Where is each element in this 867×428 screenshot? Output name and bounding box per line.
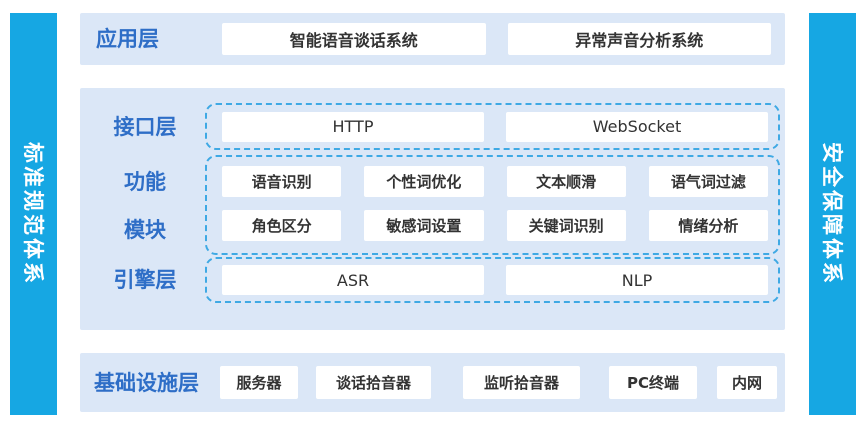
interface-layer-label: 接口层 [113,115,177,139]
infrastructure-item: PC终端 [609,366,697,399]
engine-item: NLP [506,265,768,295]
infrastructure-layer-label: 基础设施层 [94,370,199,395]
interface-item: WebSocket [506,111,768,142]
left-pillar-label: 标准规范体系 [20,142,45,286]
right-pillar-label: 安全保障体系 [819,142,844,286]
function-item: 情绪分析 [648,210,768,241]
middle-layers-panel: 接口层 功能 模块 引擎层 HTTP WebSocket 语音识别 个性词优化 … [80,88,785,330]
function-row: 语音识别 个性词优化 文本顺滑 语气词过滤 [222,166,768,197]
right-pillar-security: 安全保障体系 [809,13,856,415]
left-pillar-standards: 标准规范体系 [10,13,57,415]
function-item: 个性词优化 [364,166,484,197]
interface-item: HTTP [222,111,484,142]
function-item: 语气词过滤 [648,166,768,197]
function-module-label-line1: 功能 [124,170,166,194]
function-item: 文本顺滑 [506,166,626,197]
function-row: 角色区分 敏感词设置 关键词识别 情绪分析 [222,210,768,241]
engine-layer-label: 引擎层 [113,268,177,292]
engine-layer-group: ASR NLP [205,257,780,303]
infrastructure-item: 内网 [717,366,777,399]
infrastructure-layer-panel: 基础设施层 服务器 谈话拾音器 监听拾音器 PC终端 内网 [80,353,785,412]
infrastructure-items-row: 服务器 谈话拾音器 监听拾音器 PC终端 内网 [220,366,785,399]
engine-item: ASR [222,265,484,295]
infrastructure-item: 谈话拾音器 [316,366,431,399]
interface-layer-group: HTTP WebSocket [205,103,780,150]
function-item: 敏感词设置 [364,210,484,241]
function-item: 角色区分 [222,210,342,241]
function-item: 关键词识别 [506,210,626,241]
application-item: 异常声音分析系统 [507,23,771,55]
application-layer-panel: 应用层 智能语音谈话系统 异常声音分析系统 [80,13,785,65]
application-item: 智能语音谈话系统 [222,23,486,55]
function-module-group: 语音识别 个性词优化 文本顺滑 语气词过滤 角色区分 敏感词设置 关键词识别 情… [205,155,780,255]
infrastructure-item: 服务器 [220,366,298,399]
function-module-label-line2: 模块 [124,218,166,242]
application-items-row: 智能语音谈话系统 异常声音分析系统 [222,23,785,55]
application-layer-label: 应用层 [96,27,159,51]
function-item: 语音识别 [222,166,342,197]
infrastructure-item: 监听拾音器 [463,366,580,399]
